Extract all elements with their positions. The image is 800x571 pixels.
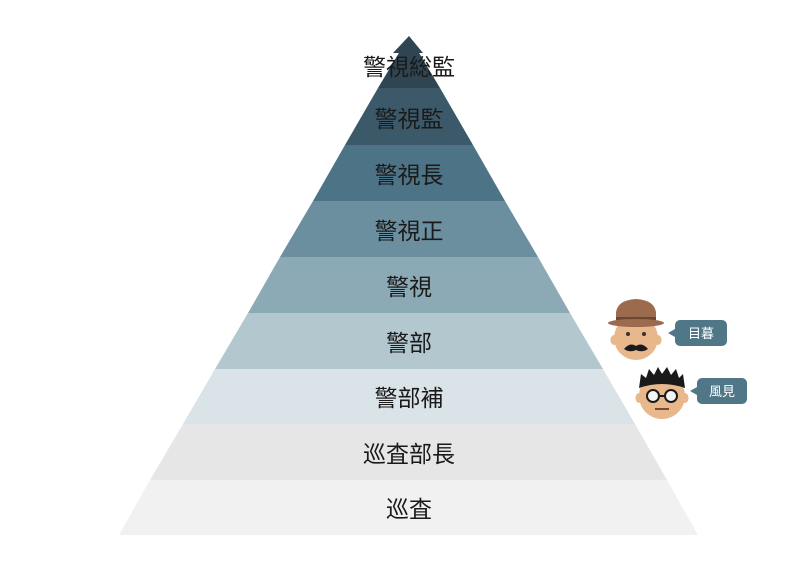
tier-8-band: [119, 480, 698, 535]
tier-5-label: 警部: [386, 331, 432, 357]
tier-6-label: 警部補: [375, 386, 444, 412]
tier-3-label: 警視正: [375, 219, 444, 245]
name-bubble-megure: 目暮: [668, 320, 727, 346]
tier-3-band: [280, 201, 538, 257]
tier-2-label: 警視長: [375, 163, 444, 189]
tier-1-band: [345, 88, 473, 145]
tier-6-band: [183, 369, 635, 424]
pyramid-tiers: 警視総監 警視監 警視長 警視正 警視 警部 警部補 巡査部長 巡査: [119, 36, 698, 535]
name-label-kazami: 風見: [709, 385, 735, 400]
tier-1-label: 警視監: [375, 107, 444, 133]
tier-4-band: [248, 257, 570, 313]
tier-7-band: [150, 424, 667, 480]
tier-5-band: [215, 313, 603, 369]
detective-with-hat-icon: [608, 299, 664, 360]
man-with-glasses-icon: [635, 367, 689, 419]
name-label-megure: 目暮: [688, 327, 714, 342]
name-bubble-kazami: 風見: [690, 378, 747, 404]
tier-2-band: [313, 145, 505, 201]
character-kazami: 風見: [635, 367, 747, 419]
tier-7-label: 巡査部長: [363, 442, 455, 468]
tier-0-label: 警視総監: [363, 55, 455, 81]
tier-8-label: 巡査: [386, 497, 432, 523]
tier-0-band: [378, 36, 440, 88]
tier-4-label: 警視: [386, 275, 432, 301]
character-megure: 目暮: [608, 299, 727, 360]
